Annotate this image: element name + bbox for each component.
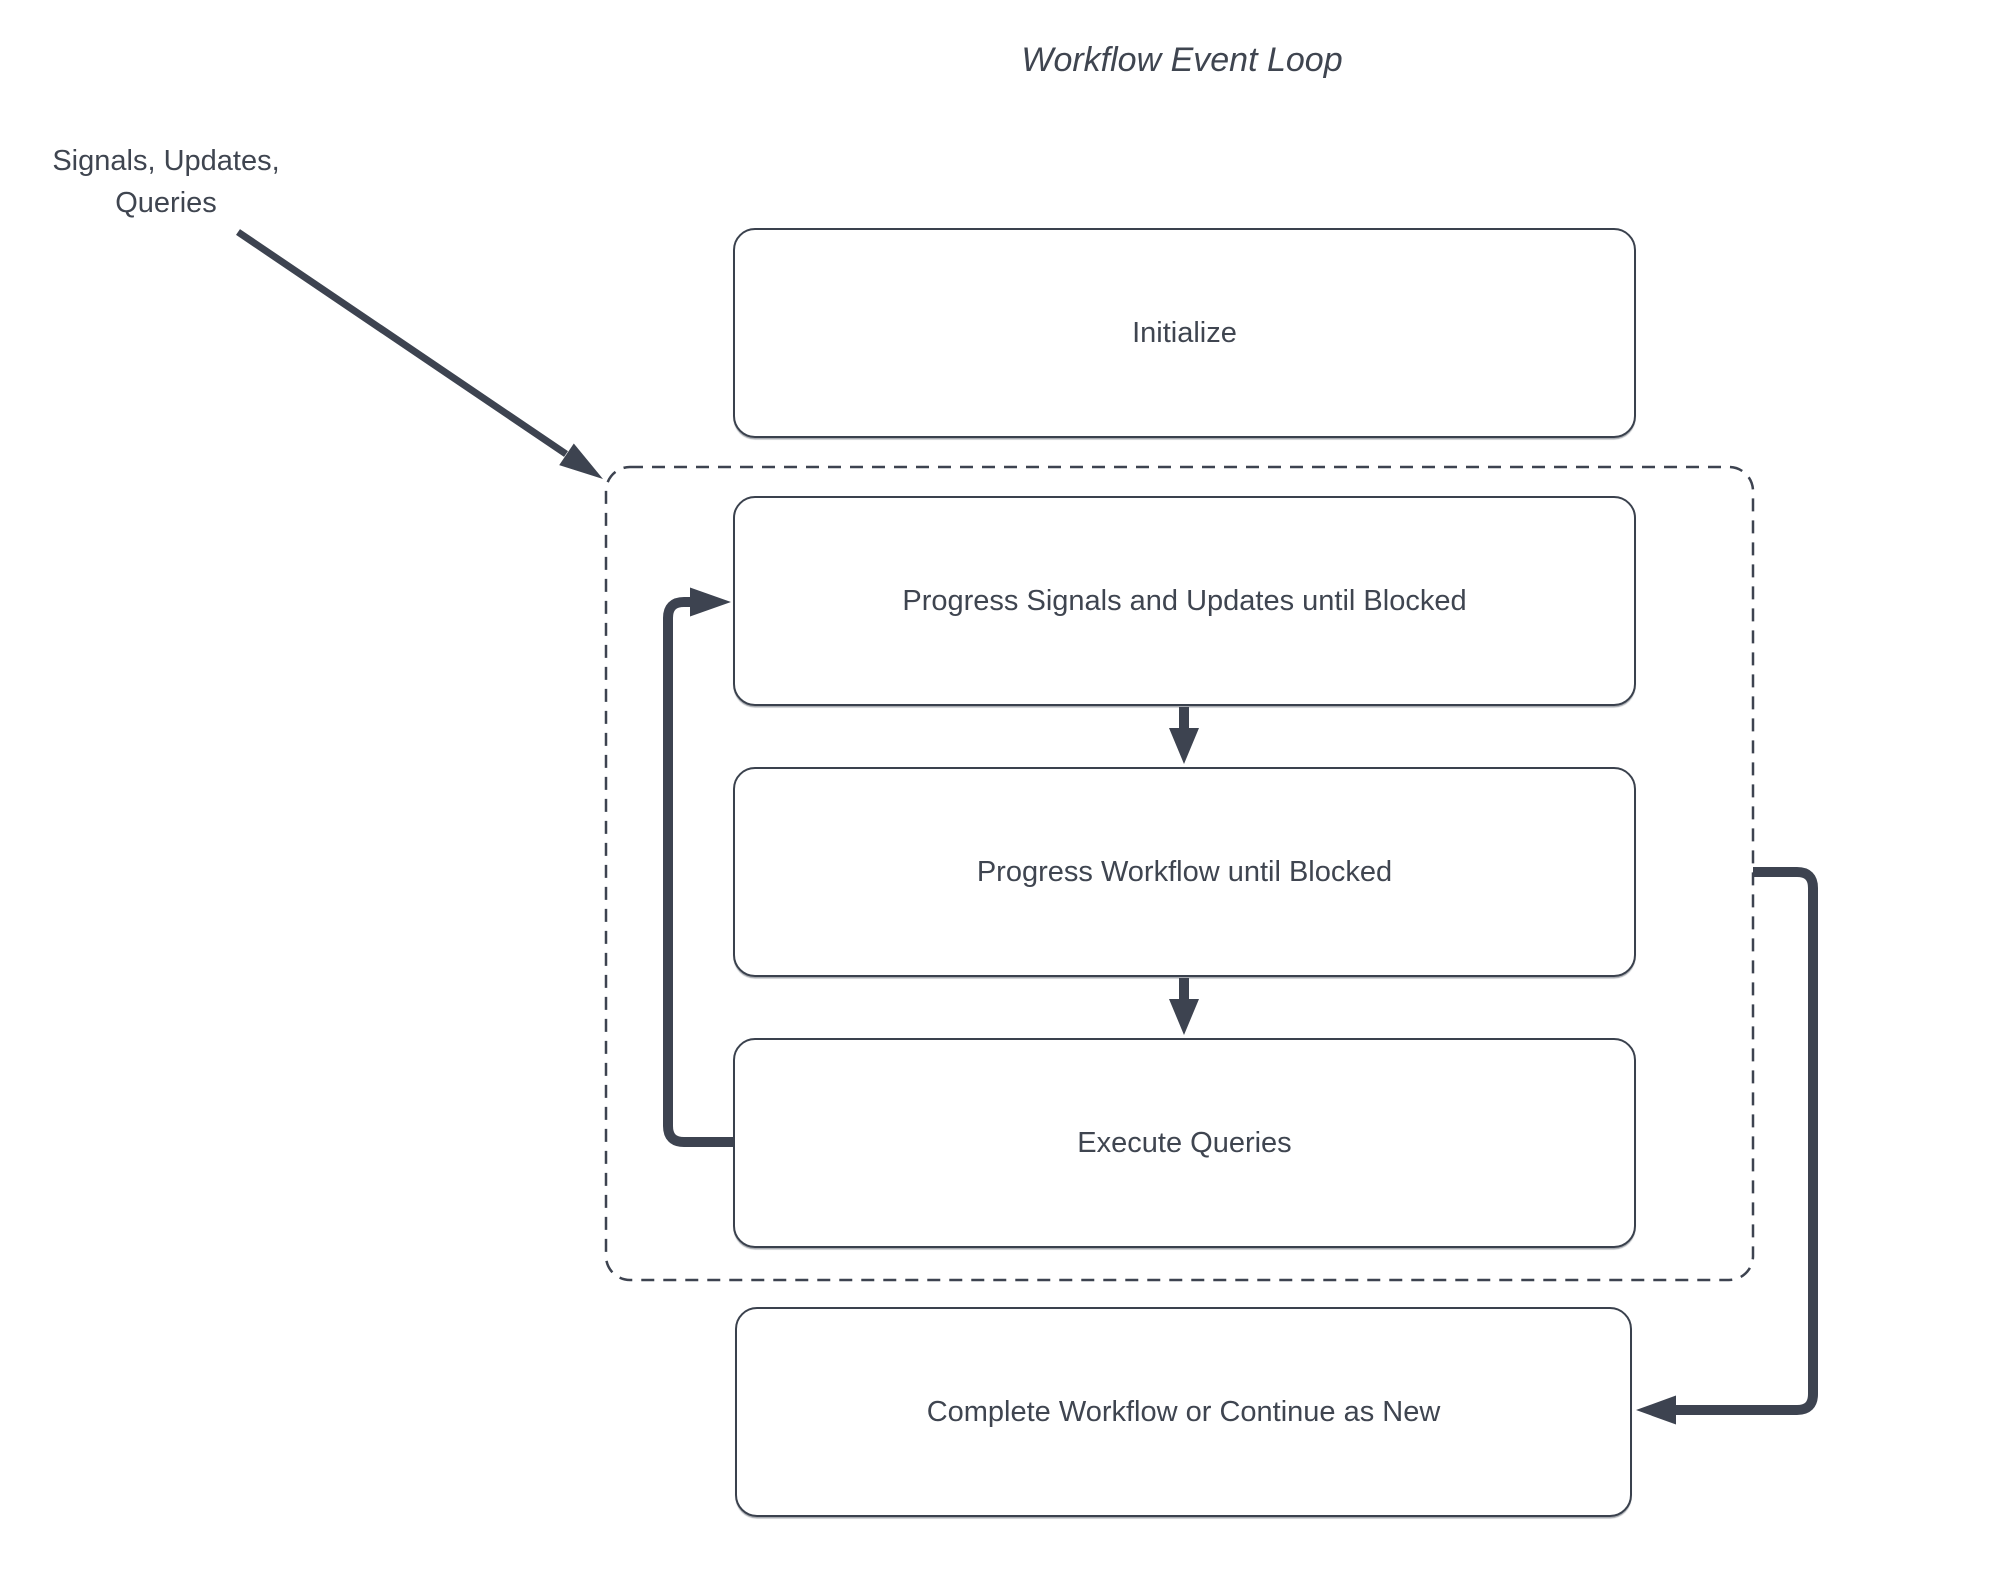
node-initialize-label: Initialize — [1132, 316, 1237, 349]
node-complete-label: Complete Workflow or Continue as New — [926, 1395, 1441, 1428]
arrow-loop-back — [663, 587, 733, 1147]
node-execute-queries: Execute Queries — [733, 1038, 1636, 1248]
signals-updates-queries-label: Signals, Updates, Queries — [52, 145, 280, 219]
diagram-title: Workflow Event Loop — [1021, 41, 1343, 79]
arrow-down-1 — [1169, 707, 1199, 764]
node-progress-signals: Progress Signals and Updates until Block… — [733, 496, 1636, 706]
node-execute-queries-label: Execute Queries — [1077, 1126, 1292, 1159]
arrow-signals-input — [236, 229, 603, 479]
arrow-down-2 — [1169, 978, 1199, 1035]
node-progress-workflow: Progress Workflow until Blocked — [733, 767, 1636, 977]
node-initialize: Initialize — [733, 228, 1636, 438]
node-progress-workflow-label: Progress Workflow until Blocked — [976, 855, 1393, 888]
node-complete: Complete Workflow or Continue as New — [735, 1307, 1632, 1517]
node-progress-signals-label: Progress Signals and Updates until Block… — [902, 584, 1467, 617]
arrow-exit-right — [1636, 867, 1818, 1425]
